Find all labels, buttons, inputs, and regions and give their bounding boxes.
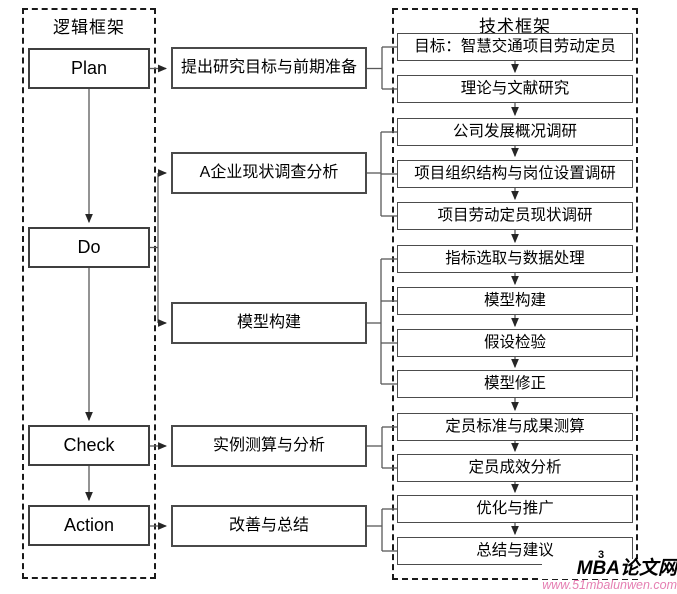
tech-standard-measure-box: 定员标准与成果测算 xyxy=(397,413,633,441)
logic-frame-border xyxy=(22,8,156,579)
tech-frame-border xyxy=(392,8,638,580)
tech-hypothesis-test-box: 假设检验 xyxy=(397,329,633,357)
tech-effect-analysis-box: 定员成效分析 xyxy=(397,454,633,482)
tech-goal-box: 目标：智慧交通项目劳动定员 xyxy=(397,33,633,61)
tech-optimize-promote-box: 优化与推广 xyxy=(397,495,633,523)
tech-literature-box: 理论与文献研究 xyxy=(397,75,633,103)
watermark-site-url: www.51mbalunwen.com xyxy=(542,578,677,593)
check-box: Check xyxy=(28,425,150,466)
tech-staffing-status-box: 项目劳动定员现状调研 xyxy=(397,202,633,230)
step-status-survey-box: A企业现状调查分析 xyxy=(171,152,367,194)
plan-box: Plan xyxy=(28,48,150,89)
logic-frame-title: 逻辑框架 xyxy=(53,18,125,37)
tech-indicator-data-box: 指标选取与数据处理 xyxy=(397,245,633,273)
do-box: Do xyxy=(28,227,150,268)
tech-company-survey-box: 公司发展概况调研 xyxy=(397,118,633,146)
step-model-build-box: 模型构建 xyxy=(171,302,367,344)
tech-model-build-box: 模型构建 xyxy=(397,287,633,315)
page-number: 3 xyxy=(598,549,605,561)
watermark: MBA论文网 www.51mbalunwen.com xyxy=(542,559,677,594)
watermark-site-name: MBA论文网 xyxy=(542,559,677,580)
step-case-analysis-box: 实例测算与分析 xyxy=(171,425,367,467)
tech-frame-title: 技术框架 xyxy=(479,17,551,36)
tech-model-revision-box: 模型修正 xyxy=(397,370,633,398)
tech-org-structure-box: 项目组织结构与岗位设置调研 xyxy=(397,160,633,188)
step-research-goal-box: 提出研究目标与前期准备 xyxy=(171,47,367,89)
action-box: Action xyxy=(28,505,150,546)
step-improve-summary-box: 改善与总结 xyxy=(171,505,367,547)
